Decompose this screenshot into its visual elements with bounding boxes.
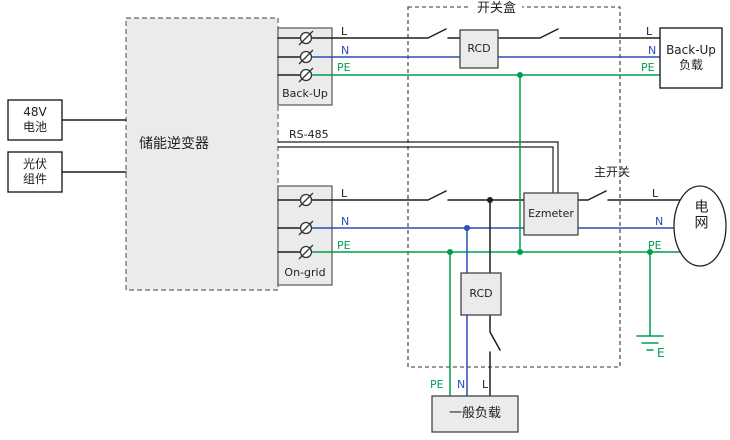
rcd-bottom-label: RCD [469,287,493,301]
backup-load-label-line1: Back-Up [666,43,716,57]
switch-box-title: 开关盒 [471,1,523,18]
grid-pe-label: PE [648,239,662,252]
backup-load-label-line2: 负载 [678,58,703,72]
wire-rs485 [278,141,559,193]
rcd-top-box [459,29,499,69]
inverter-box [125,17,279,291]
wire-ongrid-l [311,190,682,201]
backup-load-pe-label: PE [641,61,655,74]
backup-l-label: L [341,25,348,38]
backup-pe-label: PE [337,61,351,74]
backup-n-label: N [341,44,350,57]
pv-label-line2: 组件 [22,172,47,186]
load-pe-label: PE [430,378,444,391]
grid-ellipse [673,185,727,267]
backup-load-l-label: L [646,25,653,38]
load-n-label: N [457,378,466,391]
load-l-label: L [482,378,489,391]
ongrid-n-label: N [341,215,350,228]
battery-label: 48V 电池 [8,100,62,140]
main-switch-label: 主开关 [594,165,631,179]
ongrid-terminal-block [277,185,333,286]
pv-label: 光伏 组件 [8,152,62,192]
general-load-label: 一般负载 [448,405,501,421]
ongrid-port-label: On-grid [284,266,326,279]
general-load-box [431,395,519,433]
ezmeter-label: Ezmeter [528,207,574,221]
inverter-label: 储能逆变器 [139,136,209,152]
pv-box [7,151,63,193]
source-connector-lines [61,119,127,173]
ongrid-pe-label: PE [337,239,351,252]
rcd-bottom-box [460,272,502,316]
terminal-circles [298,30,314,260]
rs485-label: RS-485 [289,128,329,141]
ongrid-l-label: L [341,187,348,200]
rcd-top-label: RCD [467,42,491,56]
earth-ground-symbol [636,251,664,351]
grid-l-label: L [652,187,659,200]
battery-label-line1: 48V [23,105,47,119]
backup-port-label: Back-Up [282,87,328,100]
junction-dots [447,72,653,255]
earth-label: E [657,346,665,360]
grid-label: 电网 [692,199,709,231]
switch-box-outline [407,6,621,368]
backup-load-label: Back-Up 负载 [660,28,722,88]
grid-n-label: N [655,215,664,228]
backup-load-box [659,27,723,89]
ezmeter-box [523,192,579,236]
backup-load-n-label: N [648,44,657,57]
battery-box [7,99,63,141]
battery-label-line2: 电池 [22,120,47,134]
terminal-stubs [277,37,301,253]
pv-label-line1: 光伏 [22,157,47,171]
